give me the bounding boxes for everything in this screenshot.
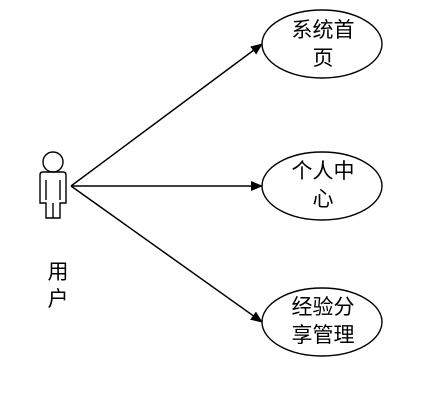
association-arrow-experience <box>70 185 263 323</box>
actor: 用 户 <box>39 151 69 311</box>
use-case-personal-label-line-1: 个人中 <box>292 159 355 183</box>
associations <box>70 43 263 323</box>
actor-label-line-1: 用 <box>48 260 69 284</box>
use-case-personal[interactable]: 个人中 心 <box>261 151 383 221</box>
use-case-personal-label-line-2: 心 <box>313 187 334 211</box>
use-case-home-label-line-2: 页 <box>313 46 334 70</box>
association-arrow-home <box>70 43 263 187</box>
actor-label-line-2: 户 <box>48 287 69 311</box>
stick-figure-actor-icon <box>39 151 67 219</box>
use-case-experience-label-line-2: 享管理 <box>292 323 355 347</box>
use-case-home[interactable]: 系统首 页 <box>261 9 383 79</box>
use-case-experience[interactable]: 经验分 享管理 <box>261 287 383 357</box>
use-case-experience-label-line-1: 经验分 <box>292 295 355 319</box>
use-case-home-label-line-1: 系统首 <box>292 18 355 42</box>
